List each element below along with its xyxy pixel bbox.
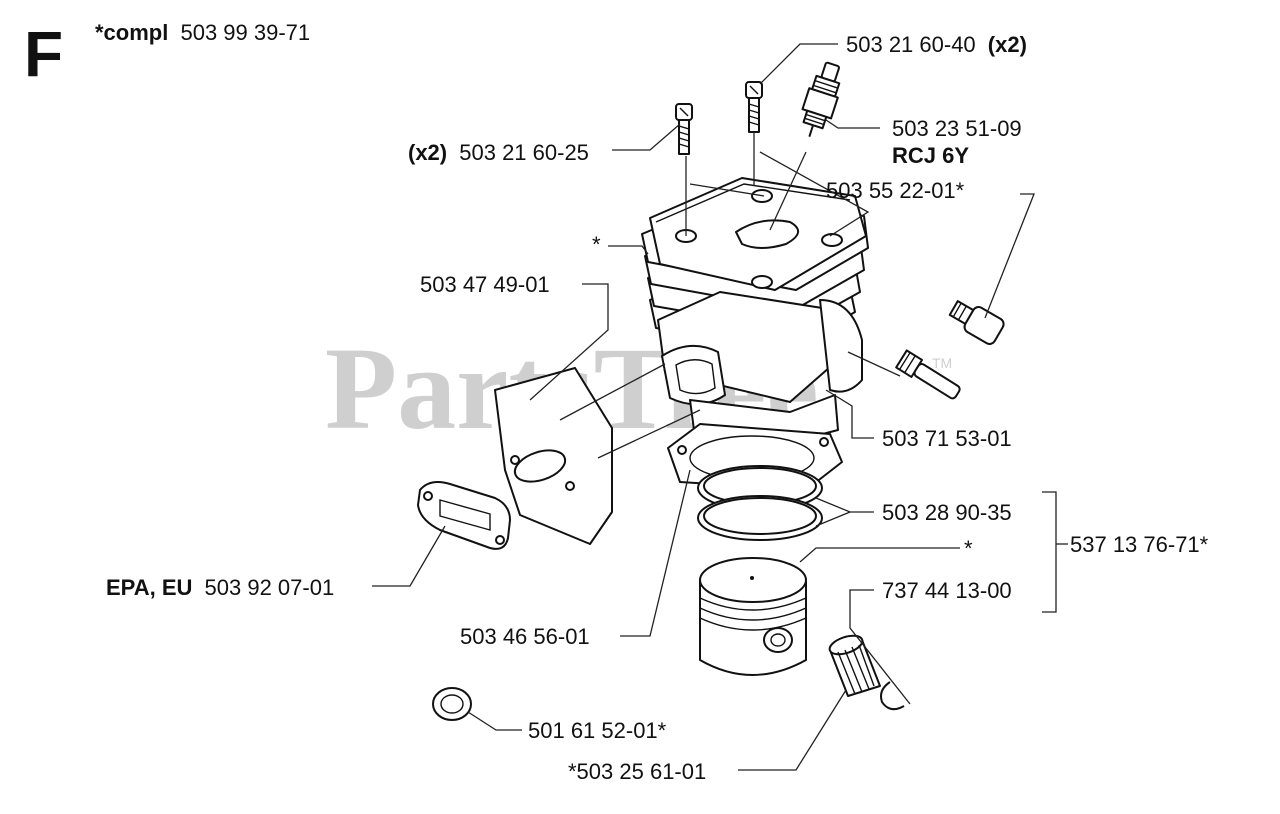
section-letter: F [24,18,63,90]
label-bolt-top: 503 21 60-40 (x2) [846,32,1027,57]
intake-flange [661,345,726,406]
bolt-top-number: 503 21 60-40 [846,32,976,57]
label-cylinder-mark: * [592,232,601,257]
fitting-drawing [895,349,961,400]
bolt-left-qty: (x2) [408,140,447,165]
label-rings: 503 28 90-35 [882,500,1012,525]
assembly-prefix: *compl [95,20,168,45]
leader-lines [372,43,1068,771]
bolt-top-drawing [745,81,763,133]
muffler-gasket-prefix: EPA, EU [106,575,192,600]
label-spark-plug-type: RCJ 6Y [892,143,969,168]
label-circlip: 737 44 13-00 [882,578,1012,603]
plug-cap-drawing [432,687,472,721]
bolt-top-qty: (x2) [988,32,1027,57]
label-valve: 503 55 22-01* [826,178,965,203]
muffler-gasket-number: 503 92 07-01 [205,575,335,600]
piston-rings-drawing [697,465,823,541]
label-piston-kit: 537 13 76-71* [1070,532,1209,557]
needle-bearing-drawing [828,634,881,697]
valve-drawing [948,300,1005,345]
label-fitting: 503 71 53-01 [882,426,1012,451]
label-plug-cap: 501 61 52-01* [528,718,667,743]
bolt-left-number: 503 21 60-25 [459,140,589,165]
bolt-left-drawing [675,103,693,155]
label-spark-plug-number: 503 23 51-09 [892,116,1022,141]
cylinder-top-plate [649,177,867,291]
label-muffler-gasket: EPA, EU 503 92 07-01 [106,575,334,600]
piston-drawing [699,557,807,676]
spark-plug-drawing [801,61,841,137]
watermark-trademark: TM [932,355,952,371]
label-gasket-plate: 503 47 49-01 [420,272,550,297]
assembly-label: *compl 503 99 39-71 [95,20,310,45]
cylinder-drawing [641,177,869,443]
circlip-drawing [880,681,905,711]
label-needle-bearing: *503 25 61-01 [568,759,706,784]
gasket-plate-drawing [494,367,613,545]
label-piston-mark: * [964,536,973,561]
label-base-gasket: 503 46 56-01 [460,624,590,649]
label-bolt-left: (x2) 503 21 60-25 [408,140,589,165]
muffler-gasket-drawing [417,481,511,550]
assembly-number: 503 99 39-71 [180,20,310,45]
